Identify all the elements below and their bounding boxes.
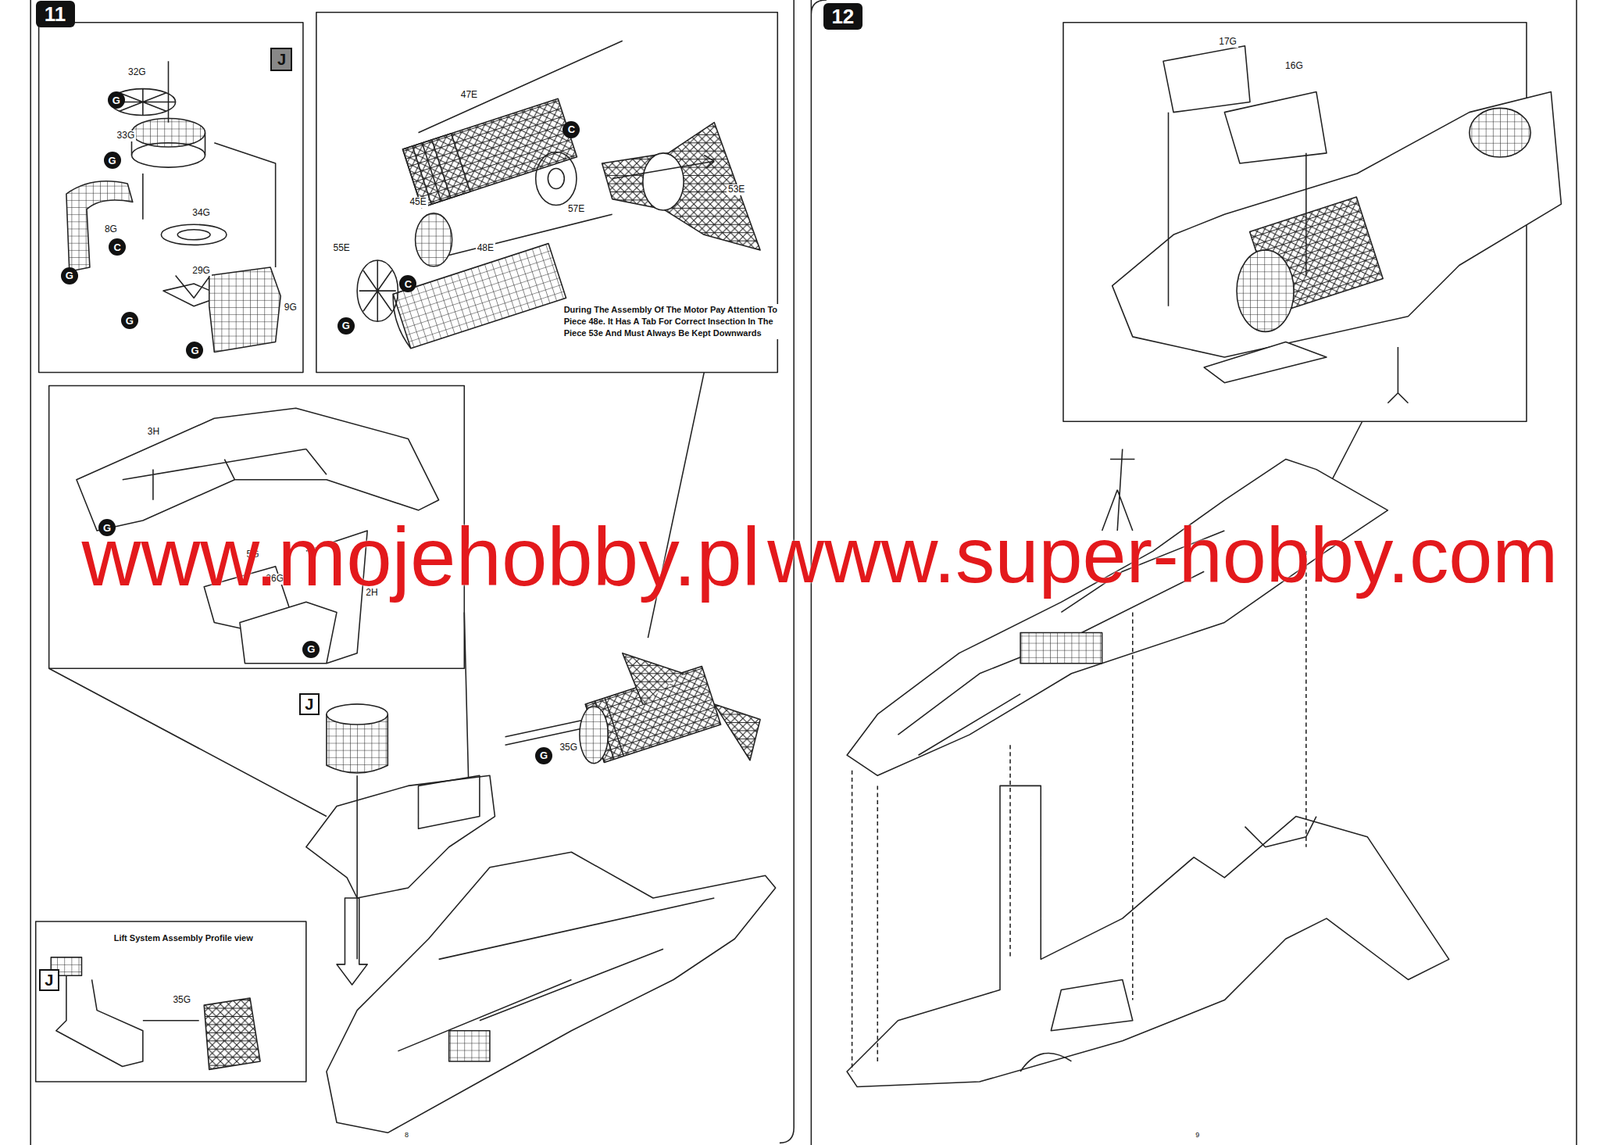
part-number: 34G [190,207,212,219]
node-text: G [307,643,315,654]
part-sprue-letter: G [60,267,79,285]
node-text: G [65,270,74,281]
node-text: G [190,345,199,356]
subassembly-mark: J [299,692,320,715]
part-number: 3H [146,426,161,438]
part-sprue-letter: C [108,238,126,256]
part-number: 57E [566,203,586,215]
page-number: 8 [403,1130,411,1139]
part-number: 33G [115,130,137,142]
node-text: J [277,51,286,68]
assembly-note: During The Assembly Of The Motor Pay Att… [562,303,783,340]
part-sprue-letter: G [107,91,125,109]
node-text: G [112,95,121,106]
node-text: G [539,750,548,761]
part-sprue-letter: G [185,341,204,359]
part-sprue-letter: G [121,311,139,329]
part-number: 17G [1217,36,1239,48]
node-text: G [342,320,350,331]
part-number: 55E [331,242,351,254]
part-number: 45E [407,196,428,208]
watermark: www.super-hobby.com [767,515,1558,595]
part-number: 35G [171,994,193,1006]
part-number: 35G [557,742,579,754]
subassembly-mark: J [39,968,60,991]
part-sprue-letter: C [562,121,580,139]
page-number: 9 [1193,1130,1201,1139]
part-number: 32G [126,67,148,79]
part-sprue-letter: G [535,746,553,765]
part-sprue-letter: G [103,151,122,169]
node-text: J [304,696,314,712]
node-text: C [404,278,412,290]
part-number: 8G [103,224,119,236]
part-number: 29G [190,265,212,277]
part-sprue-letter: G [337,317,355,335]
node-text: G [125,315,134,326]
node-text: 11 [44,3,67,25]
view-title: Lift System Assembly Profile view [112,932,255,943]
part-number: 47E [459,89,479,101]
part-number: 16G [1283,60,1305,72]
node-text: C [567,124,575,135]
part-sprue-letter: C [399,275,417,293]
step-number: 11 [35,0,75,28]
node-text: J [44,971,54,988]
node-text: 12 [831,6,854,27]
part-number: 9G [282,302,299,314]
part-number: 53E [726,184,747,196]
part-sprue-letter: G [302,640,320,658]
node-text: C [114,242,122,253]
part-number: 48E [475,242,496,254]
node-text: G [108,155,117,166]
page-border [30,0,794,1145]
step-number: 12 [823,3,863,30]
watermark: www.mojehobby.pl [81,515,761,598]
subassembly-mark: J [270,47,293,72]
